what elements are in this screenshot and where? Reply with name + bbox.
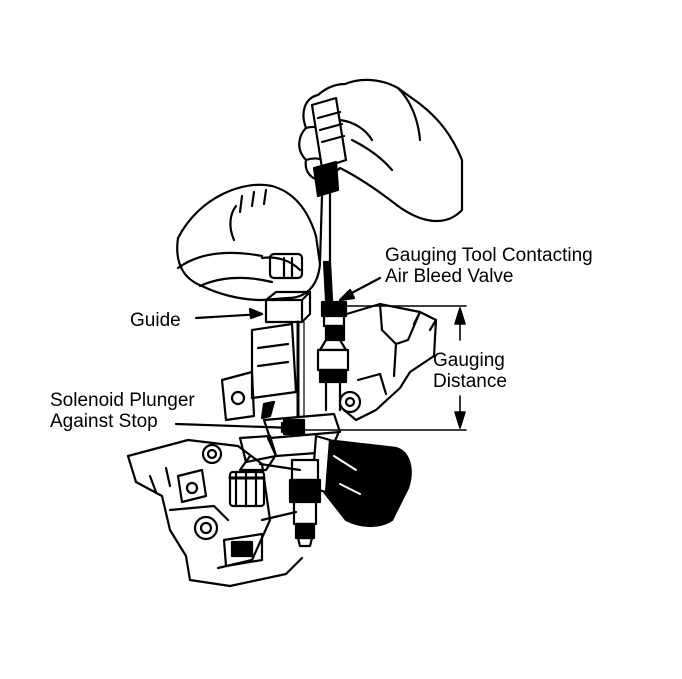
carburetor-left-casting	[220, 322, 298, 422]
guide-label: Guide	[130, 310, 181, 331]
guide-label-text: Guide	[130, 310, 181, 331]
guide-block	[264, 290, 312, 324]
solenoid-plunger-label: Solenoid Plunger Against Stop	[50, 390, 195, 432]
gauging-tool-label-line2: Air Bleed Valve	[385, 266, 514, 287]
air-bleed-valve	[316, 300, 350, 412]
gauging-distance-label: Gauging Distance	[433, 350, 507, 392]
gauging-tool-label-line1: Gauging Tool Contacting	[385, 245, 593, 266]
leader-lines	[174, 276, 382, 434]
solenoid-body	[310, 434, 412, 528]
gauging-distance-label-line2: Distance	[433, 371, 507, 392]
solenoid-plunger-label-line2: Against Stop	[50, 411, 158, 432]
carburetor-base	[126, 438, 304, 588]
gauging-distance-dimension	[299, 305, 467, 431]
carburetor-upper-casting	[338, 302, 438, 422]
solenoid-plunger-label-line1: Solenoid Plunger	[50, 390, 195, 411]
gauging-tool-label: Gauging Tool Contacting Air Bleed Valve	[385, 245, 593, 287]
gauging-distance-label-line1: Gauging	[433, 350, 505, 371]
lower-jet	[288, 458, 322, 548]
upper-hand	[298, 78, 464, 223]
lower-hand	[176, 183, 322, 302]
screwdriver	[310, 96, 348, 302]
